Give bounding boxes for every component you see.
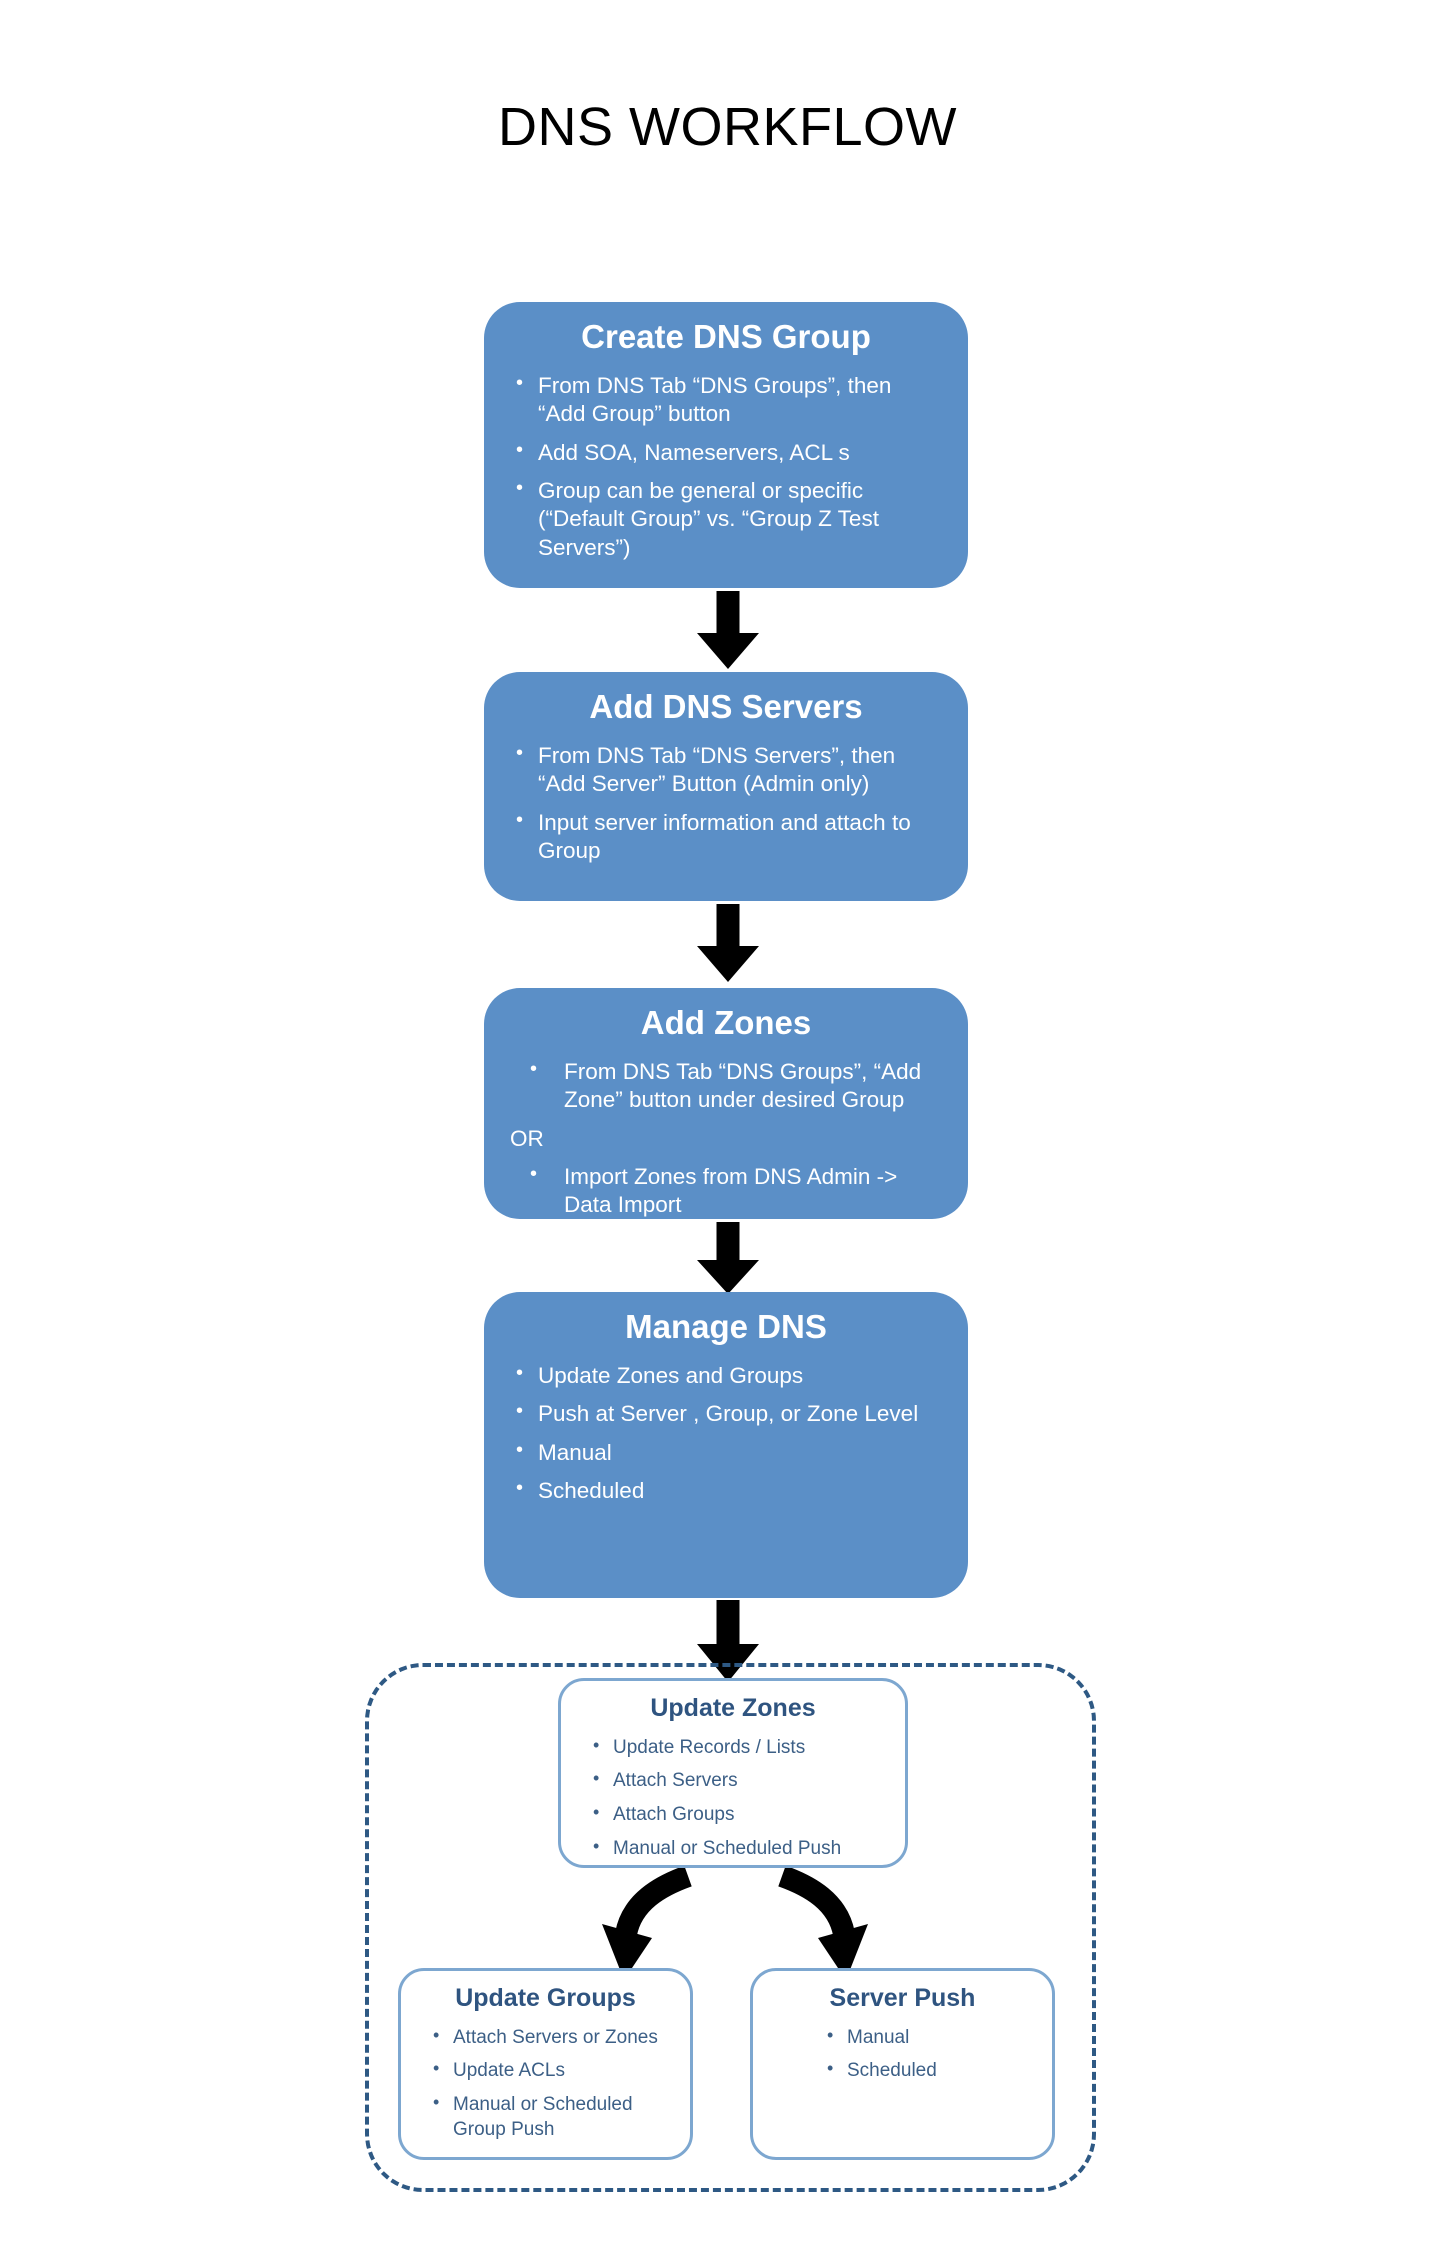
bullet-list-add-zones-primary: From DNS Tab “DNS Groups”, “Add Zone” bu… bbox=[508, 1057, 942, 1115]
branch-arrow-left bbox=[602, 1868, 692, 1980]
list-item: Attach Groups bbox=[579, 1801, 893, 1828]
box-title-update-groups: Update Groups bbox=[455, 1984, 636, 2012]
arrow-head-icon bbox=[697, 633, 759, 669]
separator-or: OR bbox=[510, 1125, 544, 1151]
process-box-add-zones[interactable]: Add Zones From DNS Tab “DNS Groups”, “Ad… bbox=[484, 988, 968, 1219]
bullet-list-manage-dns: Update Zones and Groups Push at Server ,… bbox=[508, 1361, 942, 1429]
list-item: Manual or Scheduled Group Push bbox=[419, 2091, 678, 2142]
list-item: Scheduled bbox=[508, 1476, 942, 1505]
process-box-add-dns-servers[interactable]: Add DNS Servers From DNS Tab “DNS Server… bbox=[484, 672, 968, 901]
list-item: Manual or Scheduled Push bbox=[579, 1835, 893, 1862]
arrow-shaft bbox=[716, 904, 740, 948]
branch-arrow-right bbox=[778, 1868, 868, 1980]
box-title-create-dns-group: Create DNS Group bbox=[581, 318, 871, 355]
arrow-head-icon bbox=[697, 946, 759, 982]
arrow-shaft bbox=[716, 1222, 740, 1262]
detail-box-server-push[interactable]: Server Push Manual Scheduled bbox=[750, 1968, 1055, 2160]
sub-bullet-list-manage-dns: Manual Scheduled bbox=[508, 1438, 942, 1506]
list-item: Push at Server , Group, or Zone Level bbox=[508, 1399, 942, 1428]
list-item: Scheduled bbox=[813, 2057, 1040, 2084]
list-item: Input server information and attach to G… bbox=[508, 808, 942, 866]
arrow-shaft bbox=[716, 1600, 740, 1646]
list-item: Attach Servers or Zones bbox=[419, 2024, 678, 2051]
list-item: Update ACLs bbox=[419, 2057, 678, 2084]
process-box-manage-dns[interactable]: Manage DNS Update Zones and Groups Push … bbox=[484, 1292, 968, 1598]
bullet-list-add-dns-servers: From DNS Tab “DNS Servers”, then “Add Se… bbox=[508, 741, 942, 866]
box-title-add-dns-servers: Add DNS Servers bbox=[589, 688, 863, 725]
box-title-update-zones: Update Zones bbox=[650, 1694, 816, 1722]
list-item: Group can be general or specific (“Defau… bbox=[508, 476, 942, 562]
bullet-list-server-push: Manual Scheduled bbox=[813, 2024, 1040, 2084]
box-title-add-zones: Add Zones bbox=[640, 1004, 812, 1041]
list-item: Add SOA, Nameservers, ACL s bbox=[508, 438, 942, 467]
box-title-server-push: Server Push bbox=[829, 1984, 976, 2012]
page-title: DNS WORKFLOW bbox=[498, 97, 957, 157]
list-item: From DNS Tab “DNS Groups”, “Add Zone” bu… bbox=[508, 1057, 942, 1115]
bullet-list-create-dns-group: From DNS Tab “DNS Groups”, then “Add Gro… bbox=[508, 371, 942, 562]
bullet-list-update-groups: Attach Servers or Zones Update ACLs Manu… bbox=[419, 2024, 678, 2143]
arrow-head-icon bbox=[697, 1260, 759, 1294]
flow-arrow-3 bbox=[697, 1222, 759, 1294]
flow-arrow-2 bbox=[697, 904, 759, 982]
list-item: From DNS Tab “DNS Groups”, then “Add Gro… bbox=[508, 371, 942, 429]
list-item: Update Records / Lists bbox=[579, 1734, 893, 1761]
detail-box-update-groups[interactable]: Update Groups Attach Servers or Zones Up… bbox=[398, 1968, 693, 2160]
process-box-create-dns-group[interactable]: Create DNS Group From DNS Tab “DNS Group… bbox=[484, 302, 968, 588]
list-item: Update Zones and Groups bbox=[508, 1361, 942, 1390]
list-item: From DNS Tab “DNS Servers”, then “Add Se… bbox=[508, 741, 942, 799]
box-title-manage-dns: Manage DNS bbox=[625, 1308, 827, 1345]
list-item: Attach Servers bbox=[579, 1767, 893, 1794]
arrow-shaft bbox=[716, 591, 740, 635]
bullet-list-update-zones: Update Records / Lists Attach Servers At… bbox=[579, 1734, 893, 1862]
detail-group-container bbox=[365, 1663, 1096, 2192]
detail-box-update-zones[interactable]: Update Zones Update Records / Lists Atta… bbox=[558, 1678, 908, 1868]
bullet-list-add-zones-secondary: Import Zones from DNS Admin -> Data Impo… bbox=[508, 1162, 942, 1220]
flow-arrow-1 bbox=[697, 591, 759, 669]
list-item: Import Zones from DNS Admin -> Data Impo… bbox=[508, 1162, 942, 1220]
list-item: Manual bbox=[813, 2024, 1040, 2051]
list-item: Manual bbox=[508, 1438, 942, 1467]
